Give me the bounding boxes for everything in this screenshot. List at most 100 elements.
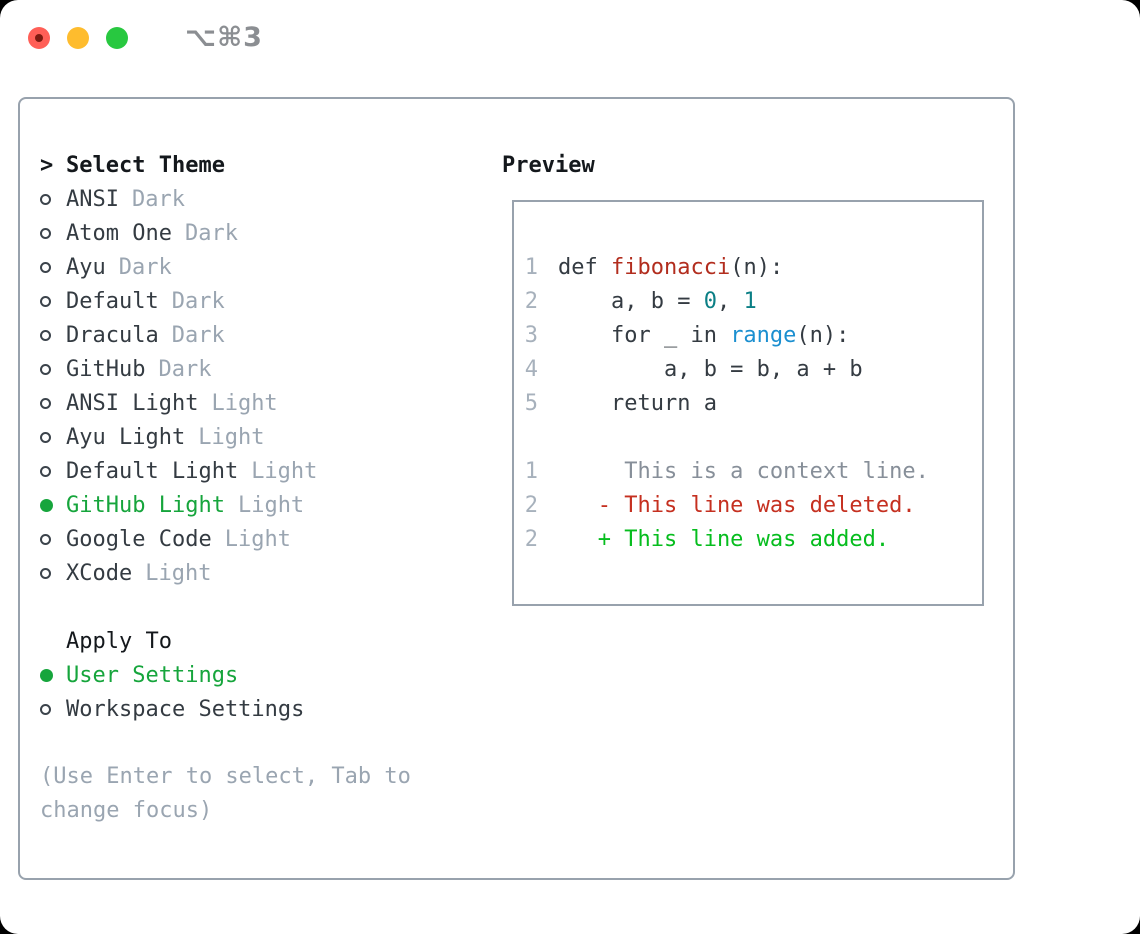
select-theme-header: > Select Theme <box>40 148 502 182</box>
code-segment-ctx: This is a context line. <box>558 458 929 484</box>
code-segment-plain: for _ in <box>558 322 731 348</box>
preview-header: Preview <box>502 148 1013 182</box>
window-title: ⌥⌘3 <box>185 22 263 53</box>
radio-unselected-icon <box>40 363 51 375</box>
radio-marker-box <box>40 193 66 205</box>
option-label: Atom One <box>66 220 172 246</box>
theme-option[interactable]: Google Code Light <box>40 522 502 556</box>
option-variant-label: Dark <box>158 356 212 382</box>
line-number: 1 <box>524 458 538 484</box>
code-content: a, b = 0, 1 <box>558 289 757 314</box>
code-segment-del: - This line was deleted. <box>558 492 916 518</box>
line-number: 2 <box>524 288 538 314</box>
prompt-caret: > <box>40 152 54 178</box>
radio-unselected-icon <box>40 567 51 579</box>
code-line: 1 This is a context line. <box>524 454 982 488</box>
theme-option[interactable]: Default Dark <box>40 284 502 318</box>
option-variant-label: Light <box>224 526 291 552</box>
minimize-button[interactable] <box>67 26 89 49</box>
code-segment-func: fibonacci <box>610 254 731 280</box>
option-label: GitHub Light <box>66 492 225 518</box>
option-label: Default Light <box>66 458 239 484</box>
radio-marker-box <box>40 533 66 545</box>
titlebar: ⌥⌘3 <box>0 0 1140 75</box>
code-line: 3 for _ in range(n): <box>524 318 982 352</box>
close-button[interactable] <box>28 26 50 49</box>
radio-marker-box <box>40 363 66 375</box>
code-content: This is a context line. <box>558 459 929 484</box>
code-segment-plain: , <box>716 288 744 314</box>
option-label: Google Code <box>66 526 212 552</box>
radio-marker-box <box>40 465 66 477</box>
unsaved-changes-dot-icon <box>35 33 43 42</box>
option-variant-label: Dark <box>171 288 225 314</box>
option-label: Default <box>66 288 159 314</box>
option-label: XCode <box>66 560 133 586</box>
line-number: 2 <box>524 526 538 552</box>
option-label: ANSI Light <box>66 390 199 416</box>
code-content: - This line was deleted. <box>558 493 916 518</box>
code-line: 5 return a <box>524 386 982 420</box>
radio-unselected-icon <box>40 397 51 409</box>
option-label: GitHub <box>66 356 146 382</box>
code-line: 1 def fibonacci(n): <box>524 250 982 284</box>
code-content: a, b = b, a + b <box>558 357 863 382</box>
code-segment-plain: (n): <box>796 322 850 348</box>
code-segment-plain: (n): <box>730 254 784 280</box>
radio-unselected-icon <box>40 261 51 273</box>
code-segment-plain: return a <box>558 390 717 416</box>
line-number: 4 <box>524 356 538 382</box>
line-number: 1 <box>524 254 538 280</box>
code-segment-numlit: 0 <box>703 288 717 314</box>
option-label: Dracula <box>66 322 159 348</box>
code-content: def fibonacci(n): <box>558 255 783 280</box>
theme-option[interactable]: Dracula Dark <box>40 318 502 352</box>
option-label: ANSI <box>66 186 119 212</box>
preview-title: Preview <box>502 152 595 178</box>
option-variant-label: Light <box>237 492 305 518</box>
radio-marker-box <box>40 261 66 273</box>
radio-marker-box <box>40 295 66 307</box>
radio-unselected-icon <box>40 193 51 205</box>
radio-marker-box <box>40 329 66 341</box>
code-line: 2 a, b = 0, 1 <box>524 284 982 318</box>
option-variant-label: Light <box>198 424 265 450</box>
apply-to-option[interactable]: User Settings <box>40 658 502 692</box>
radio-marker-box <box>40 668 66 682</box>
radio-marker-box <box>40 227 66 239</box>
radio-unselected-icon <box>40 533 51 545</box>
zoom-button[interactable] <box>106 26 128 49</box>
option-variant-label: Dark <box>171 322 225 348</box>
option-variant-label: Light <box>251 458 318 484</box>
code-segment-builtin: range <box>730 322 797 348</box>
apply-to-option[interactable]: Workspace Settings <box>40 692 502 726</box>
code-line: 4 a, b = b, a + b <box>524 352 982 386</box>
radio-unselected-icon <box>40 703 51 715</box>
radio-marker-box <box>40 703 66 715</box>
code-segment-numlit: 1 <box>743 288 757 314</box>
radio-unselected-icon <box>40 227 51 239</box>
code-line: 2 + This line was added. <box>524 522 982 556</box>
hint-text: (Use Enter to select, Tab to change focu… <box>40 764 411 823</box>
theme-option[interactable]: GitHub Dark <box>40 352 502 386</box>
radio-unselected-icon <box>40 465 51 477</box>
theme-option[interactable]: Default Light Light <box>40 454 502 488</box>
radio-unselected-icon <box>40 295 51 307</box>
code-segment-add: + This line was added. <box>558 526 890 552</box>
code-content: for _ in range(n): <box>558 323 849 348</box>
theme-option[interactable]: GitHub Light Light <box>40 488 502 522</box>
spacer <box>40 726 502 760</box>
code-segment-plain: def <box>558 254 611 280</box>
code-line: 2 - This line was deleted. <box>524 488 982 522</box>
